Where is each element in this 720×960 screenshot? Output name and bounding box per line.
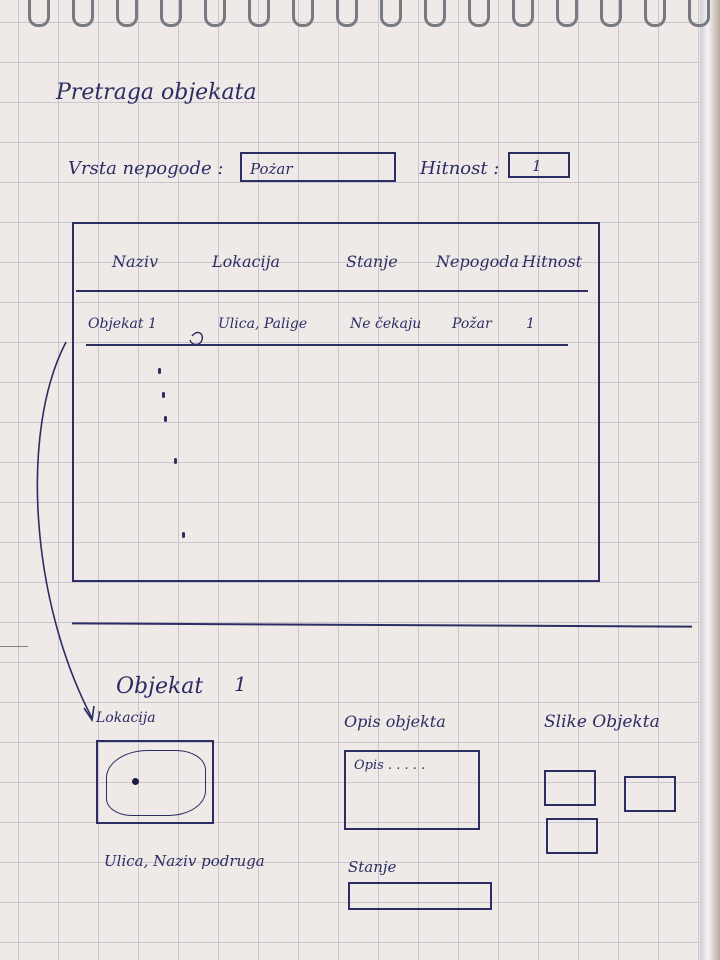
photo-thumbnail[interactable] [546, 818, 598, 854]
location-map[interactable] [96, 740, 214, 824]
description-label: Opis objekta [344, 712, 446, 731]
header-stanje[interactable]: Stanje [346, 252, 398, 271]
results-table [72, 222, 600, 582]
row-location: Ulica, Palige [218, 316, 308, 332]
photo-thumbnail[interactable] [544, 770, 596, 806]
urgency-value: 1 [532, 157, 542, 175]
header-hitnost[interactable]: Hitnost [522, 252, 583, 271]
page-edge [700, 0, 720, 960]
map-area [106, 750, 206, 816]
continuation-dot [162, 392, 165, 398]
spiral-binding [28, 0, 710, 27]
continuation-dot [182, 532, 185, 538]
object-title: Objekat [116, 674, 204, 699]
row-name: Objekat 1 [88, 316, 157, 332]
page-title: Pretraga objekata [56, 80, 257, 105]
disaster-type-value: Pożar [250, 160, 293, 178]
urgency-field[interactable]: 1 [508, 152, 570, 178]
continuation-dot [174, 458, 177, 464]
description-field[interactable]: Opis . . . . . [344, 750, 480, 830]
disaster-type-field[interactable]: Pożar [240, 152, 396, 182]
photo-thumbnail[interactable] [624, 776, 676, 812]
location-label: Lokacija [96, 710, 156, 726]
object-number: 1 [234, 672, 247, 696]
header-naziv[interactable]: Naziv [112, 252, 159, 271]
state-label: Stanje [348, 858, 397, 876]
header-lokacija[interactable]: Lokacija [212, 252, 281, 271]
photos-label: Slike Objekta [544, 712, 660, 732]
urgency-label: Hitnost : [420, 158, 500, 179]
continuation-dot [158, 368, 161, 374]
disaster-type-label: Vrsta nepogode : [68, 158, 224, 179]
page-mark [0, 646, 28, 647]
address-text: Ulica, Naziv podruga [104, 852, 265, 870]
row-urgency: 1 [526, 316, 535, 332]
state-field[interactable] [348, 882, 492, 910]
description-placeholder: Opis . . . . . [354, 758, 426, 773]
continuation-dot [164, 416, 167, 422]
row-divider [86, 344, 568, 346]
row-disaster: Požar [452, 316, 492, 332]
header-divider [76, 290, 588, 292]
map-pin-icon [132, 778, 139, 785]
row-state: Ne čekaju [350, 316, 422, 332]
header-nepogoda[interactable]: Nepogoda [436, 252, 519, 271]
